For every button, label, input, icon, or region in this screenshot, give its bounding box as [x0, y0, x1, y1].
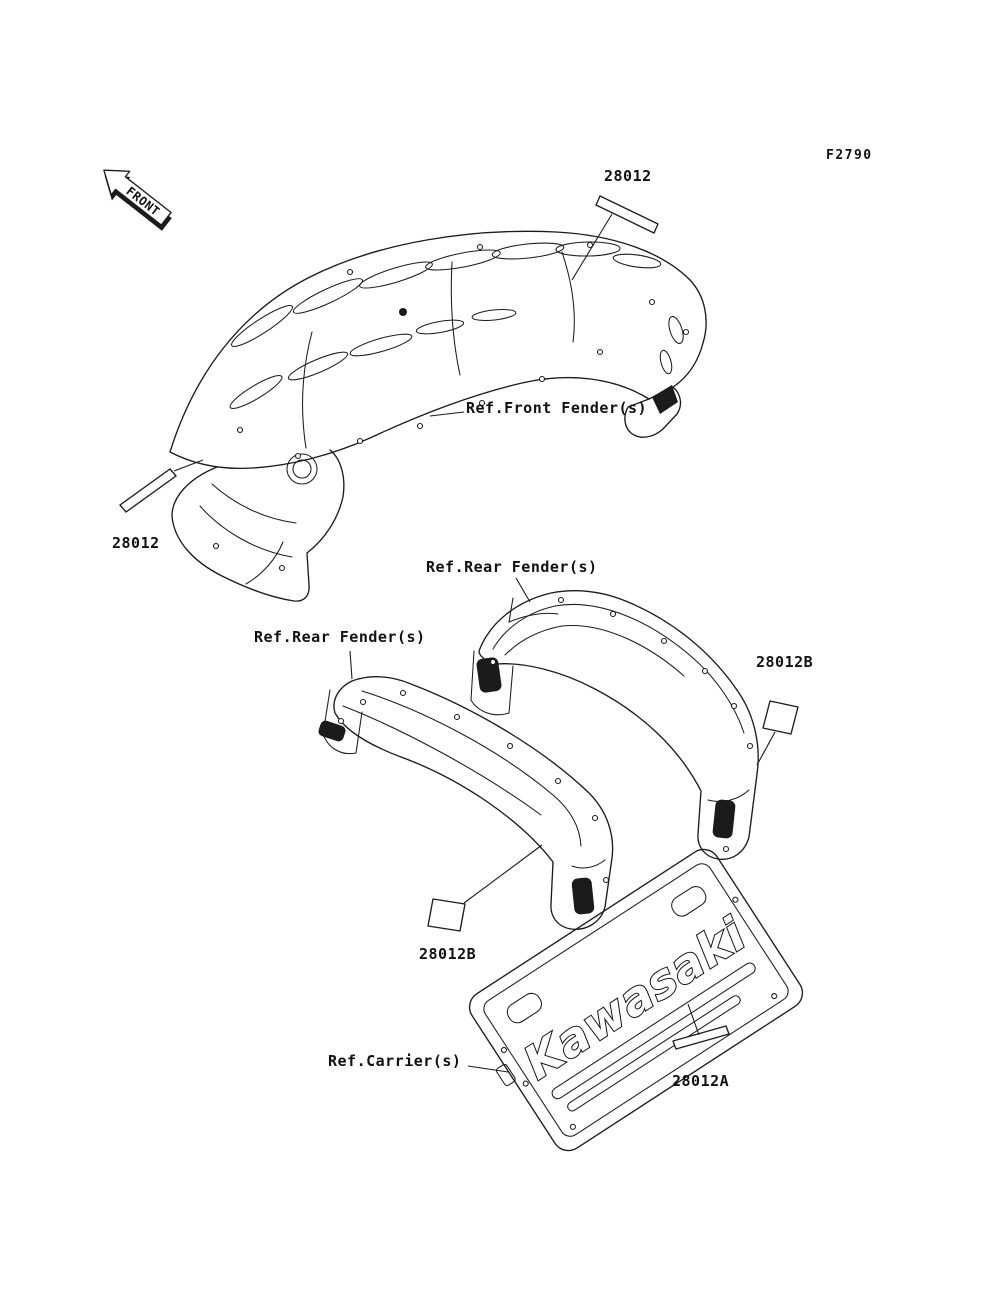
front-fender-crease-lines [199, 251, 575, 585]
headlight-hole-inner [292, 459, 312, 479]
front-direction-arrow: FRONT [103, 169, 172, 231]
decal-28012b-right [762, 700, 799, 735]
carrier-drawing: Kawasaki [468, 848, 804, 1152]
rear-fender-right-rivets [489, 596, 754, 853]
front-fender-left-pocket [171, 449, 345, 602]
leader-ref-rear-fender-left [349, 650, 353, 680]
carrier-latch-clip [495, 1063, 516, 1087]
rear-fender-left-rivets [337, 689, 610, 884]
front-fender-vent-slots [229, 241, 684, 409]
ref-front-fender-label: Ref.Front Fender(s) [466, 399, 648, 417]
ref-carrier-label: Ref.Carrier(s) [328, 1052, 462, 1070]
decal-strip-28012-top [595, 195, 659, 234]
front-fender-canopy-outline [169, 230, 707, 470]
decal-parts [119, 195, 799, 1050]
front-fender-drawing [169, 230, 707, 602]
front-fender-rivets [212, 241, 690, 572]
rear-fender-left-inner-line-1 [361, 690, 582, 847]
part-label-28012b-right: 28012B [756, 653, 814, 671]
leader-28012b-right [756, 731, 776, 766]
front-fender-right-flap [624, 386, 682, 438]
rear-fender-right-inner-line-1 [492, 603, 745, 734]
rear-fender-right-inner-line-2 [504, 625, 685, 677]
carrier-ridge-slot-1 [551, 962, 756, 1100]
carrier-rivets [500, 896, 778, 1130]
leader-28012-left [173, 459, 204, 472]
leader-28012a [687, 1003, 700, 1036]
part-label-28012-left: 28012 [112, 534, 160, 552]
carrier-ridge-slot-2 [567, 995, 741, 1112]
kawasaki-logo: Kawasaki [514, 907, 756, 1090]
leader-28012b-left [463, 844, 543, 904]
ref-rear-fender-left-label: Ref.Rear Fender(s) [254, 628, 426, 646]
rear-fender-left-cap-line [571, 859, 606, 869]
figure-code: F2790 [826, 148, 873, 163]
rear-fender-right-recess-left [476, 657, 502, 693]
carrier-handle-slot-left [506, 992, 543, 1024]
leader-lines [173, 213, 776, 1073]
rear-fender-right-drawing [470, 589, 759, 860]
carrier-handle-slot-right [671, 886, 707, 917]
carrier-outline [468, 848, 804, 1152]
leader-ref-rear-fender-right [515, 577, 531, 603]
decal-strip-28012a [672, 1025, 730, 1050]
decal-strip-28012-left [119, 468, 177, 513]
rear-fender-left-outline [333, 676, 614, 930]
part-label-28012b-left: 28012B [419, 945, 477, 963]
rear-fender-right-end-bracket [470, 650, 514, 716]
rear-fender-left-inner-line-2 [342, 705, 542, 816]
front-arrow-icon [103, 169, 172, 226]
rear-fender-right-recess-end [712, 799, 736, 839]
rear-fender-left-recess-left [318, 720, 346, 742]
rear-fender-right-outline [478, 589, 759, 860]
rear-fender-right-step [508, 597, 559, 623]
part-label-28012-top: 28012 [604, 167, 652, 185]
ref-rear-fender-right-label: Ref.Rear Fender(s) [426, 558, 598, 576]
rear-fender-right-cap-line [707, 789, 750, 803]
headlight-hole-outer [286, 453, 318, 485]
leader-ref-front-fender [429, 411, 465, 417]
carrier-inner-border [483, 863, 789, 1137]
leader-ref-carrier [467, 1065, 509, 1073]
decal-28012b-left [427, 898, 466, 932]
rear-fender-left-recess-end [571, 877, 595, 915]
front-fender-right-recess [652, 385, 678, 414]
part-label-28012a: 28012A [672, 1072, 730, 1090]
leader-28012-top [571, 213, 613, 281]
rear-fender-left-drawing [318, 676, 614, 930]
front-fender-plug [399, 308, 407, 316]
